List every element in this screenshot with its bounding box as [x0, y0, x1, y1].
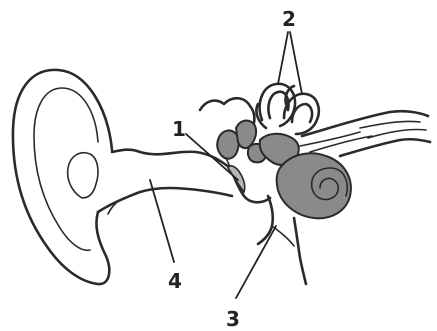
label-1: 1	[172, 117, 186, 141]
auricle	[13, 70, 124, 284]
label-3: 3	[226, 307, 240, 331]
label-2: 2	[282, 7, 296, 31]
leader-line-3	[236, 226, 276, 298]
leader-line-2a	[278, 32, 288, 84]
leader-line-4	[150, 180, 174, 262]
label-4: 4	[168, 269, 182, 293]
auditory-nerve	[300, 111, 430, 156]
ear-canal	[98, 150, 232, 212]
cochlea	[260, 134, 351, 219]
leader-line-2b	[290, 32, 302, 94]
semicircular-canals	[256, 84, 318, 134]
